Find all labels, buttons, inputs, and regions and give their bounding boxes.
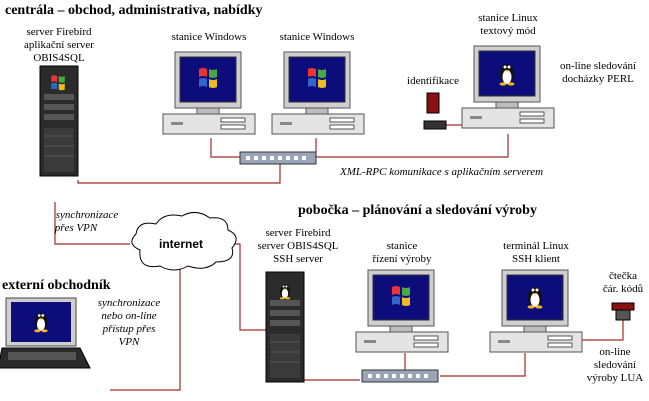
- switch-branch: [361, 369, 439, 383]
- perl-label-1: on-line sledování: [560, 60, 636, 72]
- lua-label-1: on-line: [599, 346, 630, 358]
- ws2-label: stanice Windows: [280, 31, 355, 43]
- laptop: [0, 297, 91, 369]
- perl-label-2: docházky PERL: [562, 73, 634, 85]
- terminal-label-2: SSH klient: [512, 253, 560, 265]
- laptop-note-2: nebo on-line: [101, 310, 156, 322]
- branch-server-label-1: server Firebird: [265, 227, 331, 239]
- ws1-label: stanice Windows: [172, 31, 247, 43]
- server-label-2: aplikační server: [24, 39, 94, 51]
- laptop-note-3: přístup přes: [102, 323, 156, 335]
- server-tower-branch: [265, 271, 305, 383]
- terminal-label-1: terminál Linux: [503, 240, 569, 252]
- heading-branch: pobočka – plánování a sledování výroby: [298, 203, 537, 218]
- cable-internet-laptop: [110, 265, 181, 391]
- server-label-3: OBIS4SQL: [33, 52, 85, 64]
- workstation-linux: [461, 45, 555, 129]
- production-label-1: stanice: [387, 240, 418, 252]
- cable-internet-branch: [230, 243, 266, 331]
- branch-server-label-2: server OBIS4SQL: [258, 240, 339, 252]
- linux-label-2: textový mód: [480, 25, 536, 37]
- sync-label-1: synchronizace: [56, 209, 119, 221]
- branch-server-label-3: SSH server: [273, 253, 323, 265]
- cable-server: [77, 163, 281, 184]
- internet-cloud: [131, 212, 237, 271]
- barcode-reader: [611, 302, 635, 321]
- linux-label-1: stanice Linux: [478, 12, 538, 24]
- server-tower-central: [39, 65, 79, 177]
- cable-terminal: [440, 353, 526, 377]
- internet-label: internet: [159, 237, 203, 251]
- cable-server-internet: [54, 202, 130, 245]
- xmlrpc-label: XML-RPC komunikace s aplikačním serverem: [339, 166, 543, 178]
- heading-external: externí obchodník: [2, 278, 111, 293]
- sync-label-2: přes VPN: [54, 222, 98, 234]
- workstation-windows-1: [162, 51, 256, 135]
- lua-label-3: výroby LUA: [587, 372, 644, 384]
- workstation-linux-terminal: [489, 269, 583, 353]
- identification-device: [423, 92, 447, 130]
- production-label-2: řízení výroby: [373, 253, 432, 265]
- workstation-production: [355, 269, 449, 353]
- barcode-label-1: čtečka: [609, 270, 637, 282]
- server-label-1: server Firebird: [26, 26, 92, 38]
- barcode-label-2: čár. kódů: [603, 283, 644, 295]
- heading-central: centrála – obchod, administrativa, nabíd…: [5, 3, 262, 18]
- ident-label: identifikace: [407, 75, 459, 87]
- laptop-note-1: synchronizace: [98, 297, 161, 309]
- lua-label-2: sledování: [594, 359, 636, 371]
- workstation-windows-2: [271, 51, 365, 135]
- switch-central: [239, 151, 317, 165]
- cable-linux: [316, 134, 509, 158]
- cable-barcode: [582, 318, 624, 341]
- laptop-note-4: VPN: [119, 336, 140, 348]
- cable-ws1: [210, 138, 244, 158]
